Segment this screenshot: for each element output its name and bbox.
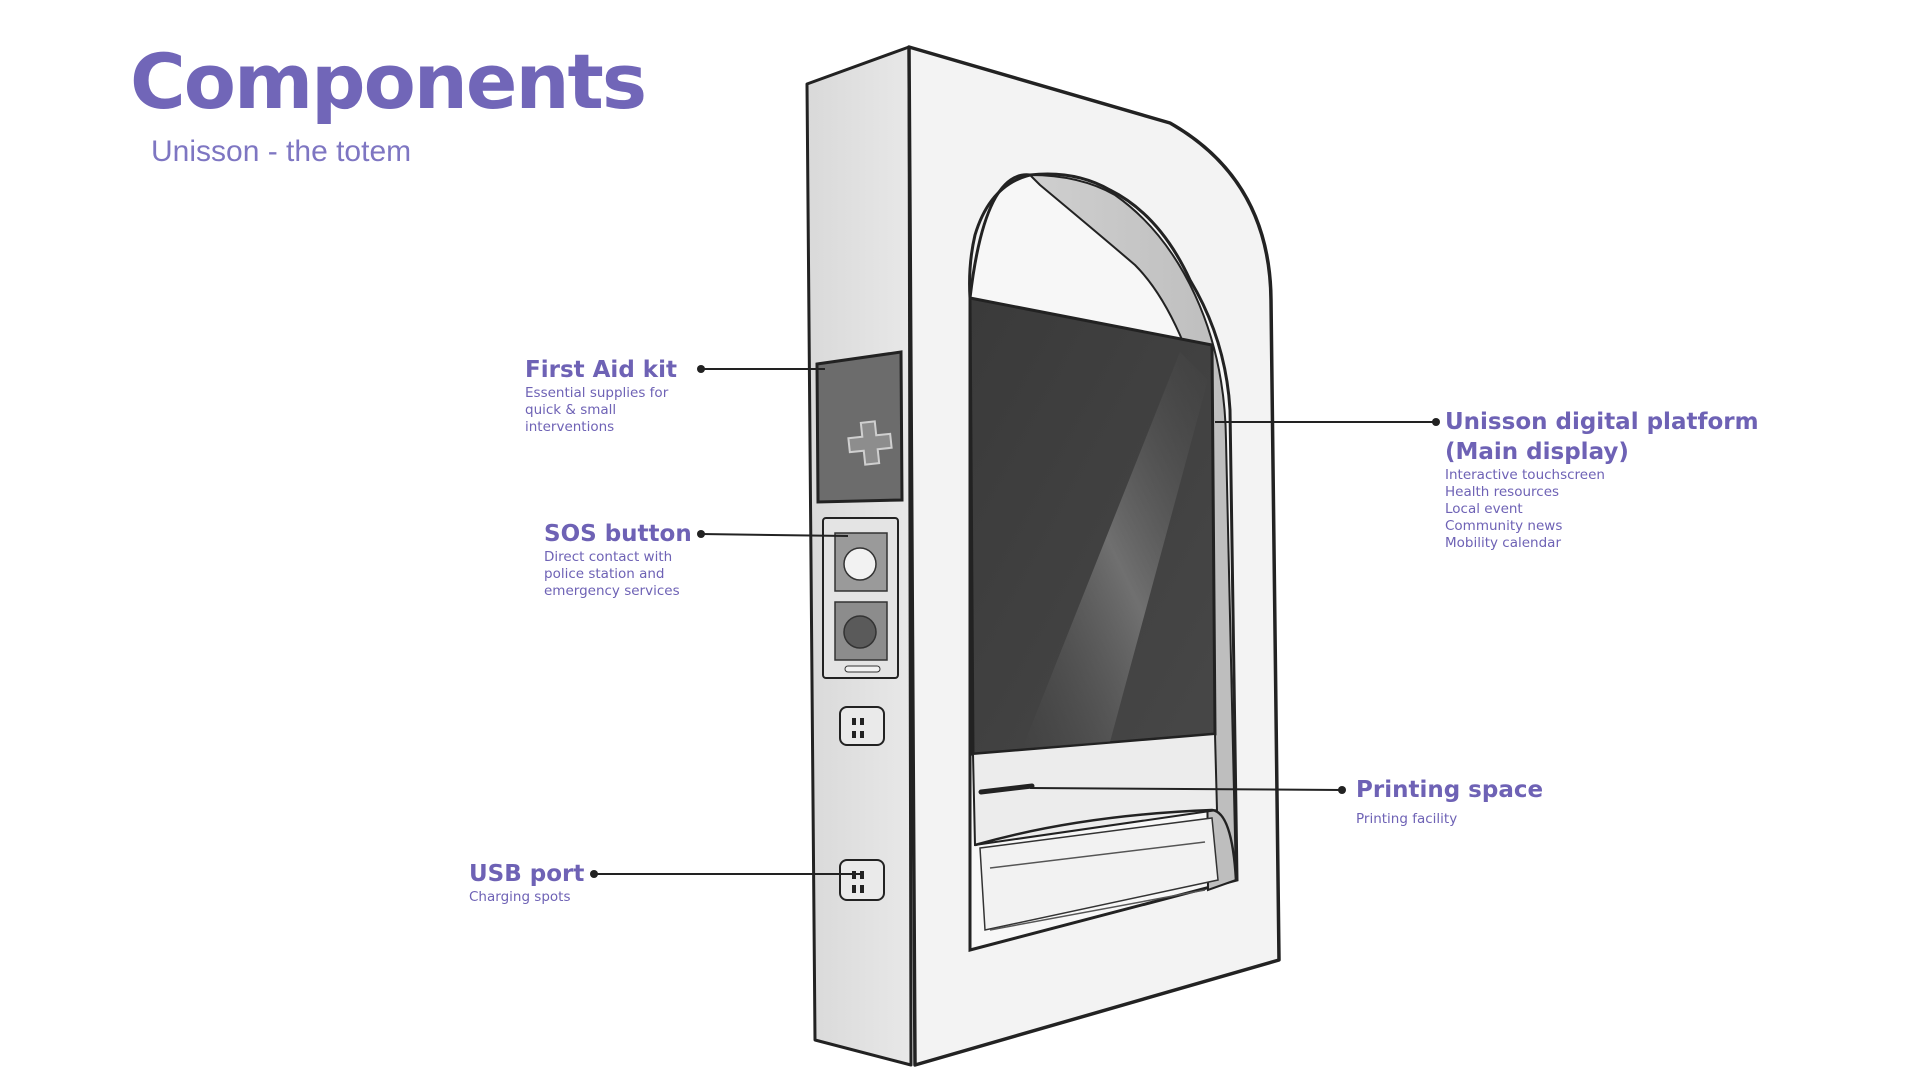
callout-first-aid-line: Essential supplies for	[525, 385, 669, 401]
callout-printing-desc: Printing facility	[1356, 811, 1543, 828]
callout-first-aid-desc: Essential supplies for quick & small int…	[525, 385, 677, 436]
leader-line-printing	[1029, 786, 1346, 794]
leader-line-platform	[1215, 418, 1440, 426]
callout-platform: Unisson digital platform (Main display) …	[1445, 407, 1759, 552]
printing-area	[971, 732, 1238, 931]
page-subtitle: Unisson - the totem	[151, 135, 412, 168]
callout-platform-title-line1: Unisson digital platform	[1445, 409, 1759, 435]
callout-platform-line: Mobility calendar	[1445, 535, 1562, 551]
callout-printing-line: Printing facility	[1356, 811, 1458, 827]
callout-sos-desc: Direct contact with police station and e…	[544, 549, 692, 600]
callout-first-aid-line: interventions	[525, 419, 615, 435]
callout-first-aid-line: quick & small	[525, 402, 617, 418]
callout-sos-line: emergency services	[544, 583, 680, 599]
leader-line-usb	[590, 870, 862, 878]
callout-platform-title-line2: (Main display)	[1445, 439, 1629, 465]
callout-sos: SOS button Direct contact with police st…	[544, 519, 692, 600]
leader-line-sos	[697, 530, 849, 538]
callout-printing-title: Printing space	[1356, 777, 1544, 803]
sos-button-panel	[822, 517, 899, 679]
usb-socket-lower	[839, 859, 885, 901]
callout-usb-line: Charging spots	[469, 889, 571, 905]
callout-printing: Printing space Printing facility	[1356, 775, 1543, 828]
usb-socket-upper	[839, 706, 885, 746]
callout-platform-line: Community news	[1445, 518, 1563, 534]
first-aid-kit-box	[815, 350, 904, 504]
callout-usb-title: USB port	[469, 861, 585, 887]
page-title: Components	[130, 37, 647, 126]
callout-sos-line: Direct contact with	[544, 549, 673, 565]
callout-first-aid: First Aid kit Essential supplies for qui…	[525, 355, 677, 436]
main-display-screen	[968, 296, 1217, 756]
callout-platform-line: Interactive touchscreen	[1445, 467, 1605, 483]
callout-platform-desc: Interactive touchscreen Health resources…	[1445, 467, 1759, 552]
callout-platform-line: Local event	[1445, 501, 1523, 517]
callout-platform-line: Health resources	[1445, 484, 1560, 500]
callout-sos-title: SOS button	[544, 521, 692, 547]
callout-usb-desc: Charging spots	[469, 889, 584, 906]
callout-sos-line: police station and	[544, 566, 665, 582]
callout-usb: USB port Charging spots	[469, 859, 584, 906]
leader-line-first-aid	[697, 365, 825, 373]
callout-first-aid-title: First Aid kit	[525, 357, 677, 383]
